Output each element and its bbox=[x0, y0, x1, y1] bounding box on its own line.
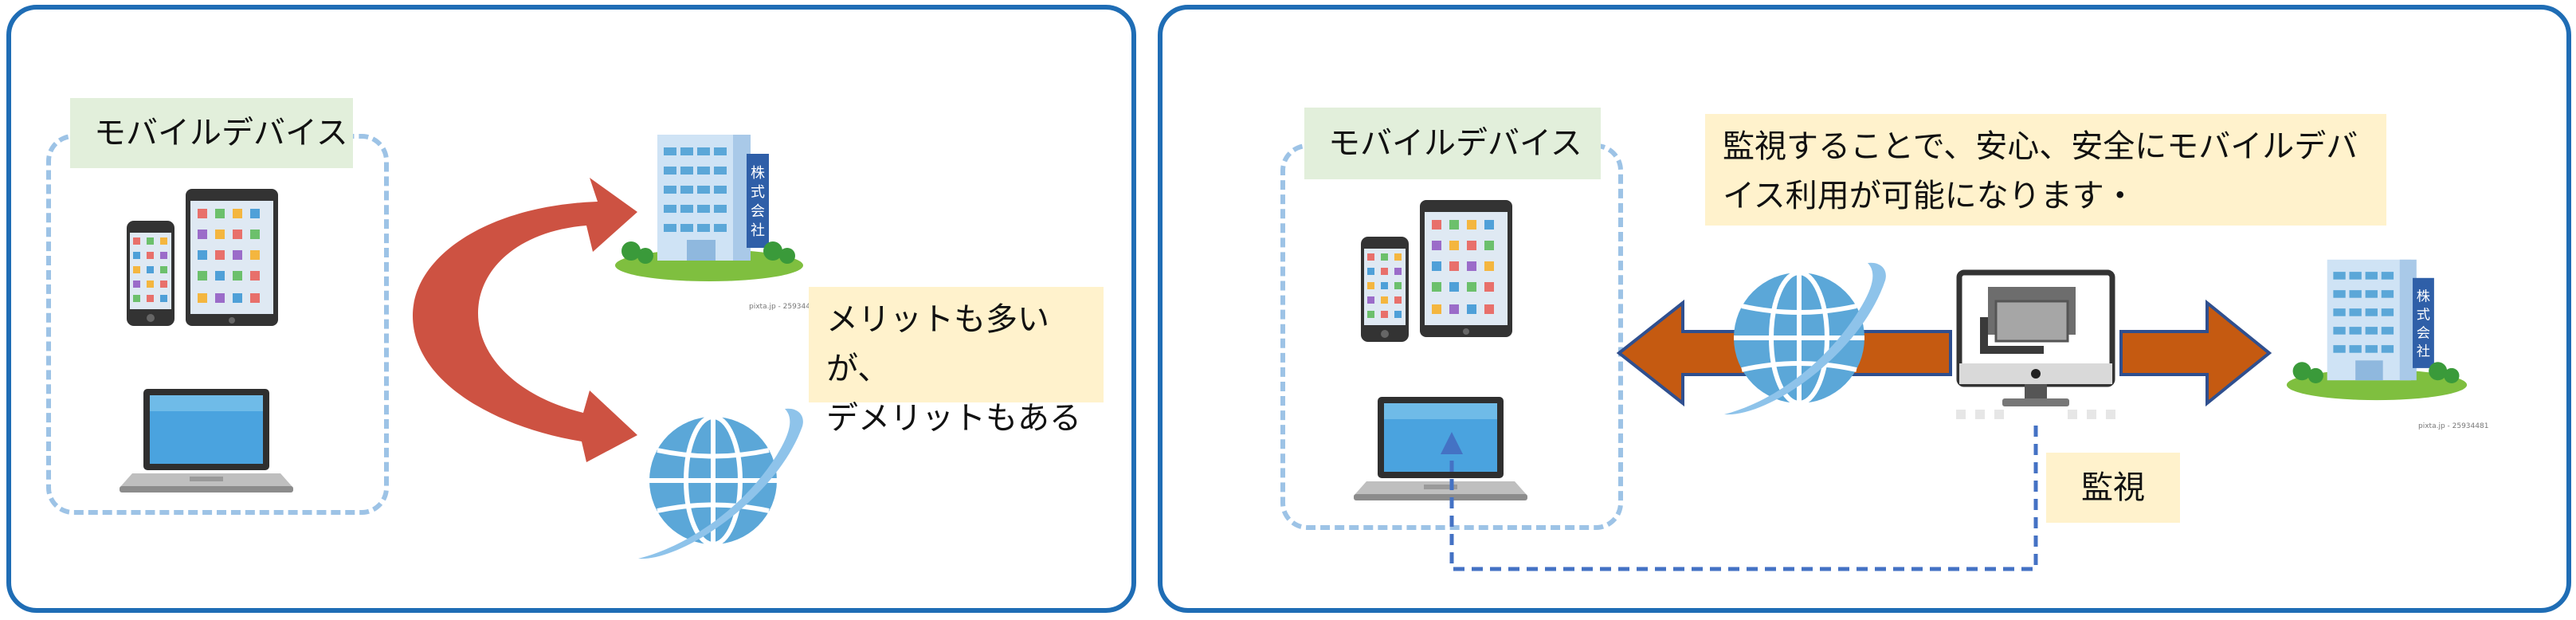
smartphone-icon bbox=[1361, 237, 1409, 342]
office-building-icon: 株 式 会 社 bbox=[615, 135, 803, 281]
svg-text:社: 社 bbox=[751, 222, 765, 239]
laptop-icon bbox=[1354, 397, 1527, 500]
orange-arrow-right bbox=[2119, 299, 2272, 407]
monitor-label: 監視 bbox=[2046, 453, 2180, 523]
right-device-label: モバイルデバイス bbox=[1304, 108, 1601, 179]
laptop-icon bbox=[120, 389, 293, 492]
left-device-label-text: モバイルデバイス bbox=[94, 115, 348, 151]
tablet-icon bbox=[1420, 200, 1512, 337]
svg-text:式: 式 bbox=[751, 184, 765, 201]
left-device-label: モバイルデバイス bbox=[70, 98, 353, 168]
right-credit: pixta.jp - 25934481 bbox=[2418, 422, 2489, 430]
monitor-label-text: 監視 bbox=[2081, 469, 2145, 506]
globe-icon bbox=[638, 408, 803, 559]
tablet-icon bbox=[186, 189, 278, 326]
svg-text:株: 株 bbox=[2417, 289, 2430, 305]
globe-icon bbox=[1724, 262, 1886, 415]
svg-text:式: 式 bbox=[2417, 308, 2430, 324]
monitoring-connector bbox=[1441, 426, 2038, 571]
svg-text:会: 会 bbox=[2417, 326, 2430, 342]
red-curved-arrow bbox=[413, 178, 637, 462]
company-sign: 株 bbox=[751, 165, 765, 182]
left-note: メリットも多いが、 デメリットもある bbox=[809, 287, 1104, 437]
office-building-icon: 株 式 会 社 bbox=[2286, 259, 2468, 401]
smartphone-icon bbox=[127, 221, 174, 326]
monitor-icon bbox=[1956, 269, 2115, 419]
svg-text:会: 会 bbox=[751, 203, 765, 220]
svg-text:社: 社 bbox=[2417, 344, 2430, 360]
left-credit: pixta.jp - 25934481 bbox=[749, 303, 820, 311]
right-note: 監視することで、安心、安全にモバイルデバ イス利用が可能になります・ bbox=[1705, 114, 2386, 226]
right-device-label-text: モバイルデバイス bbox=[1328, 125, 1582, 162]
